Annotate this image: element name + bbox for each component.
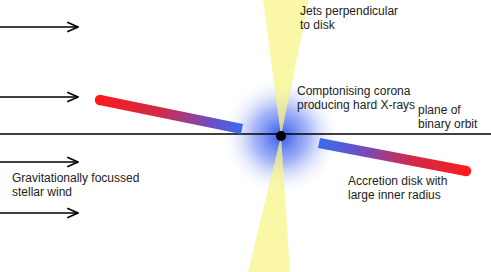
wind-label: Gravitationally focussed stellar wind <box>12 171 152 199</box>
disk-label: Accretion disk with large inner radius <box>348 174 460 202</box>
plane-label: plane of binary orbit <box>418 103 486 131</box>
orbit-plane-line <box>0 133 491 135</box>
jets <box>248 0 309 272</box>
jets-label: Jets perpendicular to disk <box>300 4 405 32</box>
black-hole <box>276 131 286 141</box>
corona-label: Comptonising corona producing hard X-ray… <box>297 84 423 112</box>
